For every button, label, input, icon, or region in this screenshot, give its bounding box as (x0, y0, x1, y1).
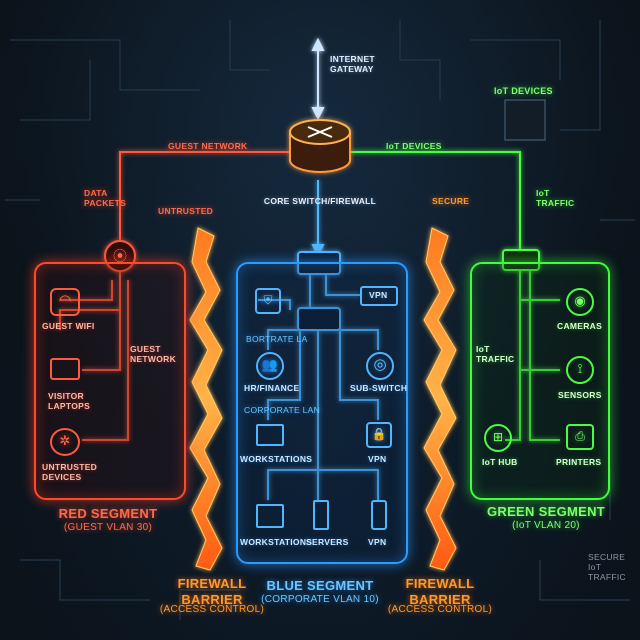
iot-traffic-top-label: IoT TRAFFIC (536, 188, 575, 209)
camera-icon: ◉ (566, 288, 594, 316)
red-segment-title: RED SEGMENT (58, 506, 158, 521)
server-icon (313, 500, 329, 530)
workstations-bottom-label: WORKSTATIONS (240, 537, 313, 547)
core-switch-label: CORE SWITCH/FIREWALL (263, 196, 377, 206)
iot-traffic-inner-label: IoT TRAFFIC (476, 344, 515, 365)
firewall-left-shape (189, 227, 223, 571)
secure-iot-traffic-label: SECURE IoT TRAFFIC (588, 552, 626, 583)
firewall-left-title: FIREWALL BARRIER (177, 576, 247, 607)
lan-label-1: BORTRATE LA (246, 334, 308, 344)
sensors-label: SENSORS (558, 390, 602, 400)
vpn-bottom-label: VPN (368, 537, 387, 547)
laptop-icon (50, 358, 80, 380)
globe-icon: ◎ (366, 352, 394, 380)
green-segment-title: GREEN SEGMENT (486, 504, 606, 519)
iot-hub-label: IoT HUB (482, 457, 518, 467)
guest-network-link-label: GUEST NETWORK (168, 141, 248, 151)
printer-icon: ⎙ (566, 424, 594, 450)
printers-label: PRINTERS (556, 457, 602, 467)
data-packets-label: DATA PACKETS (84, 188, 127, 209)
untrusted-label: UNTRUSTED (158, 206, 214, 216)
red-segment-subtitle: (GUEST VLAN 30) (63, 522, 153, 533)
lock-icon: 🔒 (366, 422, 392, 448)
guest-network-inner-label: GUEST NETWORK (130, 344, 177, 365)
firewall-right-title: FIREWALL BARRIER (405, 576, 475, 607)
lan-label-2: CORPORATE LAN (244, 405, 321, 415)
blue-segment-subtitle: (CORPORATE VLAN 10) (261, 594, 379, 605)
secure-label: SECURE (432, 196, 470, 206)
firewall-left-subtitle: (ACCESS CONTROL) (159, 604, 265, 615)
sub-switch-label: SUB-SWITCH (350, 383, 408, 393)
green-segment-subtitle: (IoT VLAN 20) (512, 520, 580, 531)
red-segment-box (34, 262, 186, 500)
iot-devices-top-label: IoT DEVICES (494, 86, 553, 96)
workstations-mid-label: WORKSTATIONS (240, 454, 313, 464)
sensor-icon: ⟟ (566, 356, 594, 384)
circuit-traces (5, 20, 635, 620)
firewall-right-shape (423, 227, 457, 571)
hr-finance-label: HR/FINANCE (244, 383, 300, 393)
servers-label: SERVERS (306, 537, 349, 547)
router-icon: ⦿ (113, 248, 127, 264)
workstation-icon (256, 504, 284, 528)
bug-icon: ✲ (50, 428, 80, 456)
phone-icon (371, 500, 387, 530)
core-switch-shape (289, 119, 351, 173)
internet-gateway-label: INTERNET GATEWAY (330, 54, 375, 75)
blue-segment-title: BLUE SEGMENT (266, 578, 374, 593)
vpn-mid-label: VPN (368, 454, 387, 464)
visitor-laptops-label: VISITOR LAPTOPS (48, 391, 91, 412)
vpn-top-label: VPN (369, 290, 388, 300)
iot-hub-icon: ⊞ (484, 424, 512, 452)
shield-icon: ⛨ (255, 288, 281, 314)
wifi-icon: ◠ (50, 288, 80, 316)
firewall-right-subtitle: (ACCESS CONTROL) (387, 604, 493, 615)
vpn-icon (360, 286, 398, 306)
monitor-icon (256, 424, 284, 446)
cameras-label: CAMERAS (557, 321, 603, 331)
user-group-icon: 👥 (256, 352, 284, 380)
guest-wifi-label: GUEST WIFI (42, 321, 95, 331)
iot-devices-link-label: IoT DEVICES (386, 141, 442, 151)
untrusted-devices-label: UNTRUSTED DEVICES (42, 462, 98, 483)
